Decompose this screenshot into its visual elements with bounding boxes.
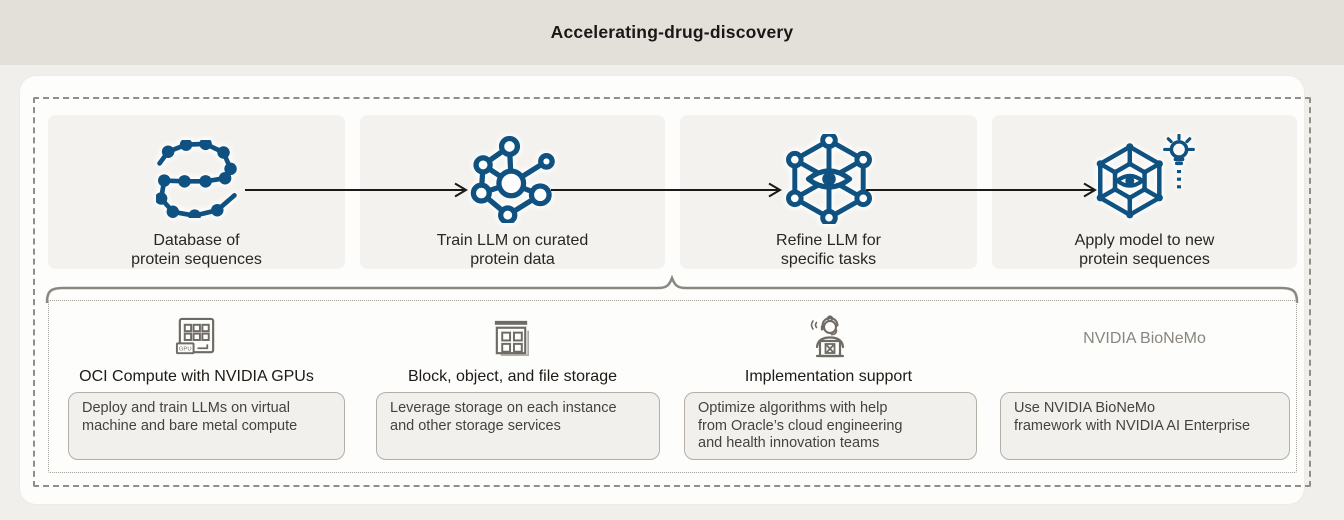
- foundation-icon-slot: [489, 304, 536, 362]
- foundation-col-support: Implementation support: [680, 304, 977, 388]
- molecule-network-icon: [470, 135, 555, 223]
- flow-step-label: Database of protein sequences: [131, 231, 262, 268]
- foundation-icon-slot: [805, 304, 853, 362]
- flow-arrow-icon: [866, 182, 1097, 198]
- lightbulb-icon: [1162, 133, 1195, 192]
- grouping-brace: [45, 275, 1299, 303]
- foundation-col-bionemo: NVIDIA BioNeMo: [992, 304, 1297, 388]
- support-agent-icon: [810, 315, 844, 358]
- foundation-description: Leverage storage on each instance and ot…: [376, 392, 660, 460]
- flow-step-label: Apply model to new protein sequences: [1074, 231, 1215, 268]
- flow-step-database: Database of protein sequences: [48, 115, 345, 269]
- page-title: Accelerating-drug-discovery: [550, 22, 794, 42]
- partner-label: NVIDIA BioNeMo: [1083, 330, 1206, 347]
- foundation-description: Optimize algorithms with help from Oracl…: [684, 392, 977, 460]
- flow-step-label: Train LLM on curated protein data: [436, 231, 589, 268]
- foundation-col-storage: Block, object, and file storage: [360, 304, 665, 388]
- gpu-compute-icon: GPU: [175, 317, 215, 355]
- foundation-label: Implementation support: [744, 368, 913, 385]
- flow-step-icon-slot: [469, 129, 557, 229]
- flow-step-refine-llm: Refine LLM for specific tasks: [680, 115, 977, 269]
- foundation-description: Deploy and train LLMs on virtual machine…: [68, 392, 345, 460]
- flow-step-apply-model: Apply model to new protein sequences: [992, 115, 1297, 269]
- flow-step-icon-slot: [1094, 129, 1196, 229]
- flow-arrow-icon: [245, 182, 468, 198]
- flow-arrow-icon: [551, 182, 782, 198]
- flow-step-icon-slot: [784, 129, 874, 229]
- foundation-label: OCI Compute with NVIDIA GPUs: [79, 368, 314, 385]
- protein-sequence-icon: [155, 139, 237, 218]
- flow-step-icon-slot: [155, 129, 238, 229]
- network-insight-icon: [1096, 133, 1195, 219]
- foundation-section: [48, 300, 1297, 473]
- network-eye-icon: [785, 133, 872, 224]
- foundation-description: Use NVIDIA BioNeMo framework with NVIDIA…: [1000, 392, 1290, 460]
- foundation-col-compute: GPU OCI Compute with NVIDIA GPUs: [48, 304, 345, 388]
- gpu-chip-label: GPU: [179, 347, 192, 353]
- title-band: Accelerating-drug-discovery: [0, 0, 1344, 65]
- storage-icon: [494, 320, 529, 356]
- foundation-icon-slot: GPU: [173, 304, 220, 362]
- flow-step-train-llm: Train LLM on curated protein data: [360, 115, 665, 269]
- flow-step-label: Refine LLM for specific tasks: [776, 231, 881, 268]
- dashed-frame: [33, 97, 1311, 487]
- foundation-label: Block, object, and file storage: [407, 368, 617, 385]
